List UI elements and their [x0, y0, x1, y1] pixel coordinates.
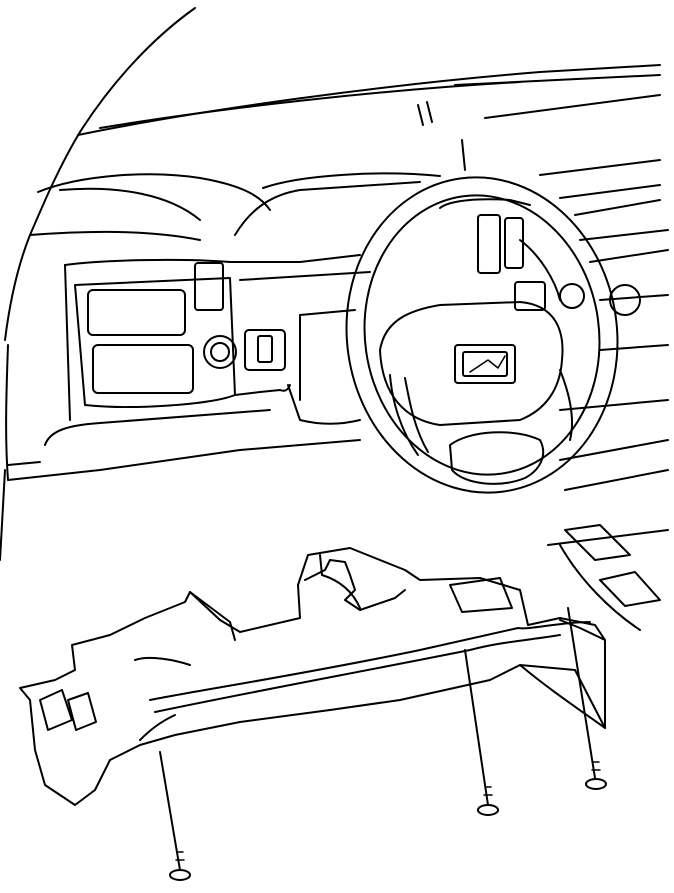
left-air-vent: [203, 335, 237, 369]
cluster-switch-left: [477, 214, 501, 274]
steering-spoke-bottom: [449, 431, 545, 485]
ignition-panel: [514, 281, 546, 311]
steering-wheel-rim-inner: [363, 194, 601, 476]
centre-console: [74, 262, 291, 408]
panel-cutout: [449, 577, 513, 613]
switch-panel: [244, 329, 286, 371]
steering-spoke-right: [559, 369, 573, 441]
screw-left-icon: [169, 869, 191, 881]
switch-rocker: [257, 335, 273, 363]
steering-wheel-rim-outer: [345, 176, 619, 494]
steering-wheel-hub: [379, 301, 564, 426]
cluster-switch-right: [504, 217, 524, 269]
screw-middle-icon: [477, 804, 499, 816]
windscreen-pillar: [4, 7, 661, 341]
steering-spoke-left: [389, 374, 419, 456]
horn-badge-inner: [462, 351, 508, 377]
fixing-screws: [159, 607, 607, 881]
screw-guide-left: [159, 751, 181, 871]
lower-switch-upper: [564, 524, 631, 561]
screw-right-icon: [585, 778, 607, 790]
right-air-vent: [609, 284, 641, 316]
lower-dashboard-panel: [19, 547, 606, 806]
right-vent-inner: [559, 283, 585, 309]
right-lower-panel: [559, 524, 661, 631]
upper-console-panel: [87, 289, 186, 336]
lower-console-panel: [92, 344, 194, 394]
dashboard-hood: [29, 101, 669, 301]
dashboard-body: [0, 254, 669, 561]
screw-guide-right: [567, 607, 596, 779]
hazard-switch: [194, 262, 224, 311]
steering-wheel: [345, 176, 619, 494]
lower-switch-lower: [599, 571, 661, 607]
horn-badge: [454, 344, 516, 384]
screw-guide-middle: [464, 649, 489, 806]
left-air-vent-inner: [210, 342, 230, 362]
